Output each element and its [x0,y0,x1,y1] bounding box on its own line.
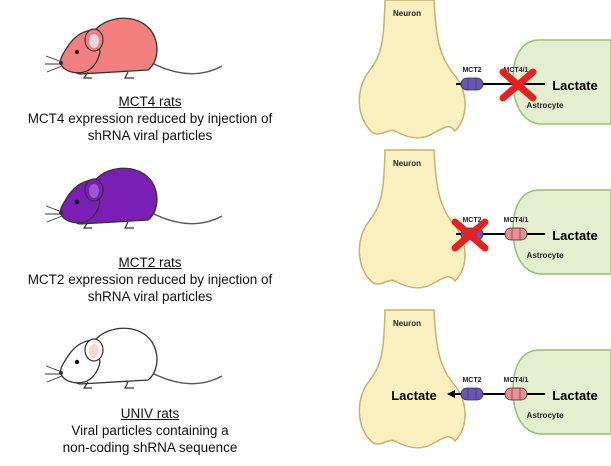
block-cross-icon [499,68,537,102]
mct2-transporter [460,77,484,91]
mct41-transporter-body [504,387,528,401]
caption-title-mct4: MCT4 rats [118,94,182,109]
rat-front-leg [82,71,92,79]
mct41-label: MCT4/1 [504,217,529,224]
astrocyte-label: Astrocyte [527,101,564,110]
rat-mct2 [45,167,223,229]
neuron-label: Neuron [393,9,421,18]
mct41-label: MCT4/1 [504,67,529,74]
caption-title-mct2: MCT2 rats [118,255,182,270]
whisker [46,65,63,73]
caption-line1-mct4: MCT4 expression reduced by injection of [27,111,273,126]
rat-univ [45,327,223,389]
mct41-transporter-body [504,227,528,241]
caption-line2-mct2: shRNA viral particles [87,289,213,304]
rat-inner-ear [89,184,99,198]
caption-mct2: MCT2 rats MCT2 expression reduced by inj… [0,254,300,305]
whisker [45,55,63,63]
rat-hind-leg [124,221,134,229]
neuron-terminal [358,0,466,139]
cross-stroke [499,68,537,102]
caption-line2-univ: non-coding shRNA sequence [62,440,238,455]
astrocyte-label: Astrocyte [527,411,564,420]
caption-line1-mct2: MCT2 expression reduced by injection of [27,272,273,287]
caption-line1-univ: Viral particles containing a [71,423,229,438]
mct41-transporter [504,387,528,401]
whisker [46,215,63,223]
whisker [45,365,63,373]
lactate-astrocyte-label: Lactate [552,388,598,403]
neuron-terminal [358,149,466,289]
lactate-neuron-label: Lactate [391,388,437,403]
lactate-astrocyte-label: Lactate [552,228,598,243]
caption-line2-mct4: shRNA viral particles [87,128,213,143]
neuron-label: Neuron [393,319,421,328]
astrocyte-label: Astrocyte [527,251,564,260]
whisker [46,375,63,383]
caption-univ: UNIV rats Viral particles containing a n… [0,405,300,456]
rat-front-leg [82,221,92,229]
rat-eye [74,49,80,55]
lactate-astrocyte-label: Lactate [552,78,598,93]
mct2-transporter-body [460,77,484,91]
rat-eye [74,359,80,365]
mct2-transporter-body [460,387,484,401]
rat-hind-leg [124,71,134,79]
rat-inner-ear [89,34,99,48]
caption-mct4: MCT4 rats MCT4 expression reduced by inj… [0,93,300,144]
whisker [45,205,63,213]
mct2-label: MCT2 [462,217,481,224]
caption-title-univ: UNIV rats [120,406,180,421]
rat-whiskers [45,365,63,383]
rat-tail [149,61,223,75]
cross-stroke [451,218,489,252]
rat-tail [149,371,223,385]
mct2-transporter [460,387,484,401]
rat-inner-ear [89,344,99,358]
rat-eye [74,199,80,205]
rat-hind-leg [124,381,134,389]
rat-tail [149,211,223,225]
rat-whiskers [45,205,63,223]
rat-whiskers [45,55,63,73]
mct2-label: MCT2 [462,377,481,384]
rat-mct4 [45,17,223,79]
mct41-label: MCT4/1 [504,377,529,384]
block-cross-icon [451,218,489,252]
rat-front-leg [82,381,92,389]
neuron-label: Neuron [393,159,421,168]
mct2-label: MCT2 [462,67,481,74]
neuron-terminal [358,309,466,449]
mct41-transporter [504,227,528,241]
